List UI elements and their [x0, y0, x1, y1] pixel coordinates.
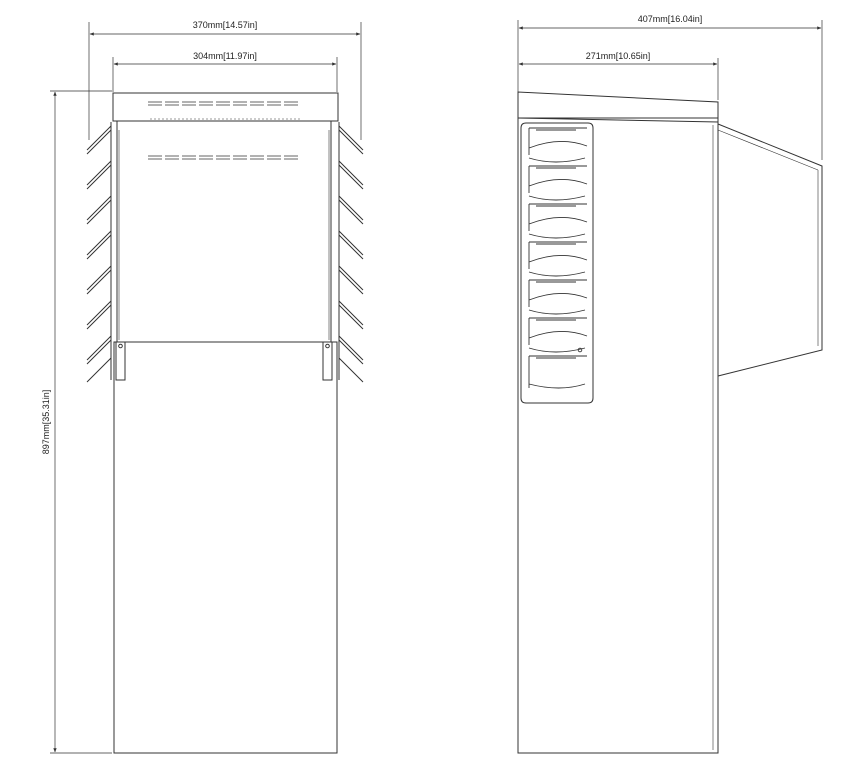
louver-slats [528, 127, 588, 389]
right-louvers [338, 125, 364, 383]
dimension-label-height: 897mm[35.31in] [41, 390, 51, 455]
side-view: 407mm[16.04in] 271mm[10.65in] [517, 14, 823, 754]
dimension-label-side-outer-width: 407mm[16.04in] [638, 14, 703, 24]
dimension-label-front-inner-width: 304mm[11.97in] [193, 51, 257, 61]
dimension-label-front-outer-width: 370mm[14.57in] [193, 20, 258, 30]
rear-hood [717, 123, 823, 377]
louver-panel [520, 122, 594, 404]
dimension-side-inner-width [518, 58, 719, 100]
front-view: 370mm[14.57in] 304mm[11.97in] 897mm[35.3… [41, 20, 364, 754]
left-louvers [86, 125, 112, 383]
side-body [517, 117, 719, 754]
dimension-front-outer-width [88, 22, 362, 140]
front-cap [112, 92, 339, 122]
dimension-label-side-inner-width: 271mm[10.65in] [586, 51, 651, 61]
front-lower-body [113, 341, 338, 754]
front-upper-body [116, 120, 332, 343]
dimension-side-outer-width [517, 20, 823, 160]
dimension-height [50, 90, 112, 754]
dimension-front-inner-width [112, 57, 338, 92]
